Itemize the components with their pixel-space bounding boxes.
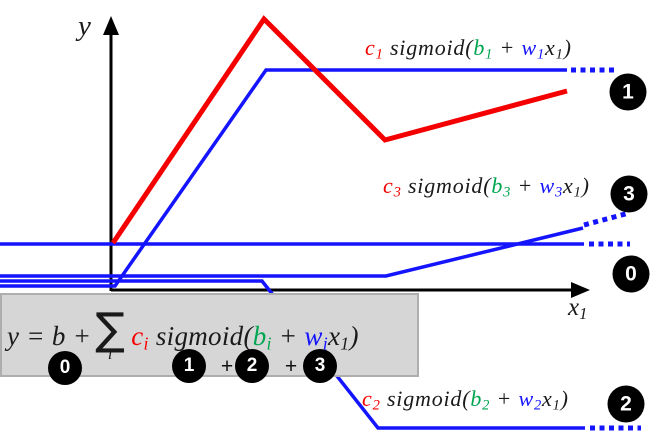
formula-token: +: [493, 35, 522, 60]
component-badge-2: 2: [607, 385, 645, 423]
formula-token: ): [560, 386, 569, 411]
sigmoid-3-label: c3 sigmoid(b3 + w3x1): [383, 173, 590, 201]
formula-badge-1: 1: [172, 349, 206, 383]
formula-badge-3: 3: [303, 349, 337, 383]
formula-token: w3: [539, 173, 564, 201]
sigmoid-3-curve: [0, 226, 584, 278]
y-axis-arrowhead: [103, 16, 119, 35]
formula-token: ): [349, 320, 359, 351]
formula-badge-0: 0: [48, 351, 82, 385]
component-badge-3: 3: [610, 175, 648, 213]
formula-token: w2: [518, 386, 543, 414]
formula-token: c3: [383, 173, 402, 201]
formula-token: sigmoid(: [380, 386, 471, 411]
formula-token: x1: [563, 173, 582, 201]
x-axis-label: x1: [568, 294, 587, 322]
sigmoid-1-curve: [0, 68, 567, 288]
x-axis-arrowhead: [571, 282, 590, 298]
formula-token: b1: [473, 35, 494, 63]
formula-token: sigmoid(: [383, 35, 474, 60]
formula-token: sigmoid(: [148, 320, 253, 351]
formula-token: ): [581, 173, 590, 198]
formula-token: ci: [131, 320, 149, 353]
formula-token: +: [490, 386, 519, 411]
summation-symbol: ∑i: [95, 303, 126, 363]
formula-token: b3: [491, 173, 512, 201]
formula-token: c2: [362, 386, 381, 414]
component-badge-0: 0: [612, 255, 650, 293]
formula-token: +: [271, 320, 305, 351]
formula-token: sigmoid(: [401, 173, 492, 198]
component-badge-1: 1: [609, 73, 647, 111]
formula-token: bi: [252, 320, 272, 353]
formula-token: c1: [365, 35, 384, 63]
formula-token: w1: [521, 35, 546, 63]
formula-token: x1: [568, 294, 588, 324]
formula-token: y = b +: [7, 320, 92, 351]
formula-token: x1: [327, 320, 350, 353]
plus-sign: +: [220, 353, 234, 378]
formula-token: ): [563, 35, 572, 60]
sigmoid-2-label: c2 sigmoid(b2 + w2x1): [362, 386, 569, 414]
formula-token: b2: [470, 386, 491, 414]
target-curve: [110, 15, 568, 245]
formula-token: wi: [304, 320, 328, 353]
formula-badge-2: 2: [235, 349, 269, 383]
plus-sign: +: [284, 353, 298, 378]
sigmoid-3-dashed: [583, 210, 630, 228]
formula-token: x1: [542, 386, 561, 414]
y-axis-label: y: [78, 10, 91, 42]
formula-token: x1: [545, 35, 564, 63]
sigmoid-1-label: c1 sigmoid(b1 + w1x1): [365, 35, 572, 63]
formula-token: +: [511, 173, 540, 198]
